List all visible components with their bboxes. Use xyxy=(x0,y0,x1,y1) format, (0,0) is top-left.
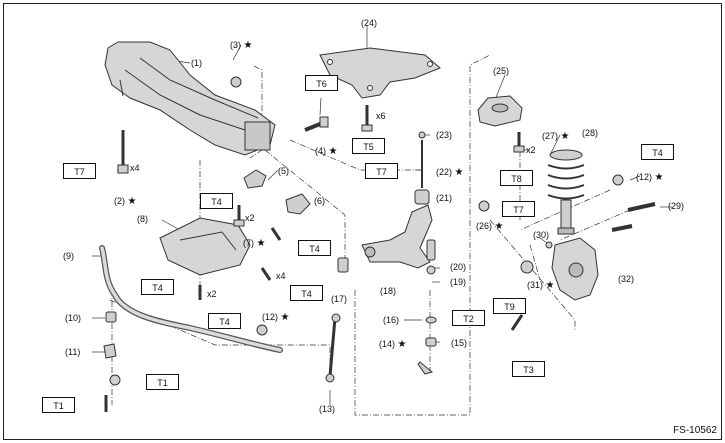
torque-label-t4: T4 xyxy=(641,144,674,160)
strut-mount xyxy=(477,95,523,127)
part-label-2: (2) ★ xyxy=(114,196,137,207)
quantity-x2: x2 xyxy=(526,145,536,155)
torque-label-t5: T5 xyxy=(352,138,385,154)
torque-label-t4: T4 xyxy=(290,285,323,301)
part-label-15: (15) xyxy=(451,338,468,348)
part-label-11: (11) xyxy=(65,347,81,357)
part-label-12: (12) ★ xyxy=(262,312,290,323)
part-label-12-right: (12) ★ xyxy=(636,172,664,183)
torque-label-t7: T7 xyxy=(63,163,96,179)
torque-label-t1: T1 xyxy=(146,374,179,390)
torque-label-t9: T9 xyxy=(493,298,526,314)
part-label-24: (24) xyxy=(361,18,378,28)
part-label-28: (28) xyxy=(582,128,599,138)
part-label-1: (1) xyxy=(191,58,202,68)
part-label-7: (7) ★ xyxy=(243,238,266,249)
part-label-25: (25) xyxy=(493,66,510,76)
part-label-10: (10) xyxy=(65,313,82,323)
torque-label-t4: T4 xyxy=(208,313,241,329)
torque-label-t3: T3 xyxy=(512,361,545,377)
torque-label-t7: T7 xyxy=(365,163,398,179)
star-icon: ★ xyxy=(328,146,338,157)
part-label-13: (13) xyxy=(319,404,336,414)
part-label-3: (3) ★ xyxy=(230,40,253,51)
part-label-32: (32) xyxy=(618,274,635,284)
part-label-18: (18) xyxy=(380,286,397,296)
part-label-5: (5) xyxy=(278,166,289,176)
part-label-29: (29) xyxy=(668,201,685,211)
torque-label-t8: T8 xyxy=(500,170,533,186)
torque-label-t4: T4 xyxy=(298,240,331,256)
part-label-6: (6) xyxy=(314,196,325,206)
quantity-x2: x2 xyxy=(245,213,255,223)
part-label-21: (21) xyxy=(436,193,453,203)
star-icon: ★ xyxy=(560,131,570,142)
strut-assembly xyxy=(547,149,585,235)
torque-label-t1: T1 xyxy=(42,397,75,413)
star-icon: ★ xyxy=(397,339,407,350)
small-hardware xyxy=(103,76,656,412)
part-label-20: (20) xyxy=(450,262,467,272)
crossmember xyxy=(104,41,276,156)
torque-label-t4: T4 xyxy=(141,279,174,295)
star-icon: ★ xyxy=(127,196,137,207)
bracket-plate xyxy=(319,47,441,99)
part-label-9: (9) xyxy=(63,251,74,261)
quantity-x6: x6 xyxy=(376,111,386,121)
under-cover xyxy=(159,217,251,276)
part-label-30: (30) xyxy=(533,230,550,240)
star-icon: ★ xyxy=(243,40,253,51)
steering-knuckle xyxy=(551,237,599,301)
part-label-19: (19) xyxy=(450,277,467,287)
torque-label-t2: T2 xyxy=(452,310,485,326)
part-label-22: (22) ★ xyxy=(436,167,464,178)
part-label-17: (17) xyxy=(331,294,348,304)
lower-arm xyxy=(361,204,433,269)
part-label-16: (16) xyxy=(383,315,400,325)
torque-label-t4: T4 xyxy=(200,193,233,209)
part-label-4: (4) ★ xyxy=(315,146,338,157)
part-label-26: (26) ★ xyxy=(476,221,504,232)
stabilizer-bar-highlight xyxy=(100,246,282,352)
part-label-23: (23) xyxy=(436,130,453,140)
torque-label-t7: T7 xyxy=(502,201,535,217)
part-label-8: (8) xyxy=(137,214,148,224)
quantity-x4: x4 xyxy=(130,163,140,173)
torque-label-t6: T6 xyxy=(305,75,338,91)
star-icon: ★ xyxy=(494,221,504,232)
part-label-31: (31) ★ xyxy=(527,280,555,291)
star-icon: ★ xyxy=(654,172,664,183)
figure-code: FS-10562 xyxy=(673,425,717,436)
star-icon: ★ xyxy=(545,280,555,291)
star-icon: ★ xyxy=(280,312,290,323)
stabilizer-link xyxy=(325,313,341,383)
star-icon: ★ xyxy=(454,167,464,178)
quantity-x2: x2 xyxy=(207,289,217,299)
part-label-27: (27) ★ xyxy=(542,131,570,142)
quantity-x4: x4 xyxy=(276,271,286,281)
part-label-14: (14) ★ xyxy=(379,339,407,350)
diagram-frame xyxy=(3,3,722,440)
star-icon: ★ xyxy=(256,238,266,249)
